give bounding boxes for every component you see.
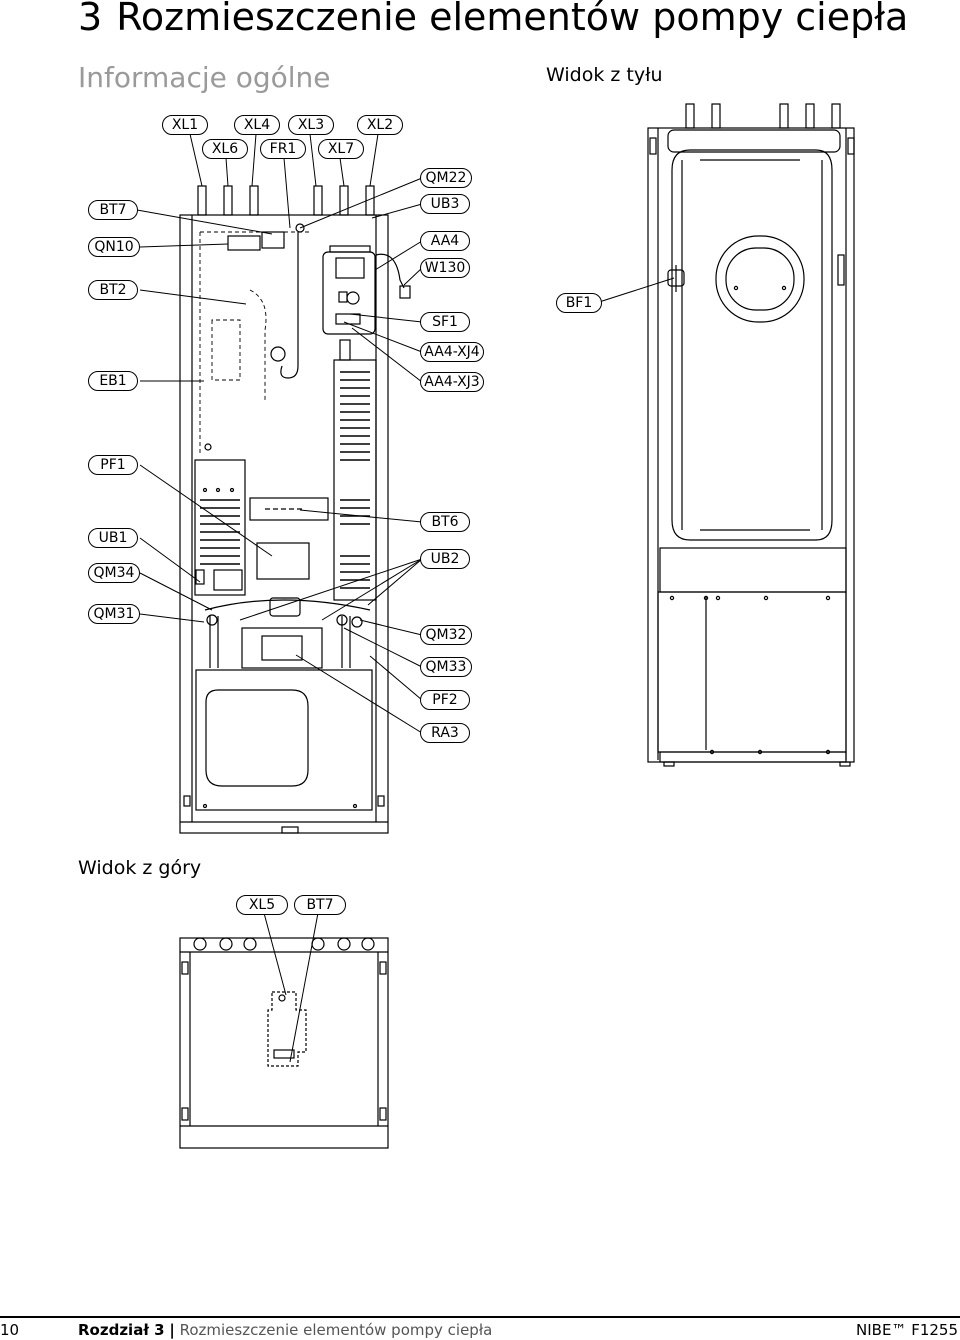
label-qm22: QM22 [420,168,472,188]
label-ub2: UB2 [420,549,470,569]
label-xl6: XL6 [202,139,248,159]
label-bt6: BT6 [420,512,470,532]
back-view-drawing [647,103,855,767]
label-xl2: XL2 [357,115,403,135]
top-view-label: Widok z góry [78,857,202,879]
label-xl1: XL1 [162,115,208,135]
label-pf1: PF1 [88,455,138,475]
label-sf1: SF1 [420,312,470,332]
footer-separator: | [169,1321,175,1339]
label-w130: W130 [420,258,470,278]
label-xl7: XL7 [318,139,364,159]
footer-chapter-number: Rozdział 3 [78,1321,165,1339]
top-view-drawing [179,937,389,1149]
footer-chapter-name: Rozmieszczenie elementów pompy ciepła [179,1321,493,1339]
label-ub3: UB3 [420,194,470,214]
front-leader-lines [136,133,423,734]
label-aa4-xj4: AA4-XJ4 [420,342,484,362]
label-qm34: QM34 [88,563,140,583]
back-view-label: Widok z tyłu [546,64,663,86]
footer-chapter: Rozdział 3 | Rozmieszczenie elementów po… [78,1320,492,1340]
label-bt7-top: BT7 [294,895,346,915]
footer-rule [0,1316,960,1318]
chapter-number: 3 [78,0,103,39]
label-qm32: QM32 [420,625,472,645]
label-aa4: AA4 [420,231,470,251]
label-bt2: BT2 [88,280,138,300]
footer-brand: NIBE™ F1255 [856,1321,958,1339]
label-bf1: BF1 [556,293,602,313]
front-view-drawing [179,185,411,834]
label-qn10: QN10 [88,237,140,257]
label-fr1: FR1 [260,139,306,159]
chapter-heading: 3 Rozmieszczenie elementów pompy ciepła [78,0,908,40]
label-xl4: XL4 [234,115,280,135]
chapter-title: Rozmieszczenie elementów pompy ciepła [116,0,909,39]
label-qm31: QM31 [88,604,140,624]
label-qm33: QM33 [420,657,472,677]
label-bt7: BT7 [88,200,138,220]
label-ra3: RA3 [420,723,470,743]
label-xl3: XL3 [288,115,334,135]
label-eb1: EB1 [88,371,138,391]
page-number: 10 [0,1321,20,1339]
section-title: Informacje ogólne [78,61,331,94]
label-aa4-xj3: AA4-XJ3 [420,372,484,392]
label-pf2: PF2 [420,690,470,710]
label-ub1: UB1 [88,528,138,548]
label-xl5: XL5 [236,895,288,915]
